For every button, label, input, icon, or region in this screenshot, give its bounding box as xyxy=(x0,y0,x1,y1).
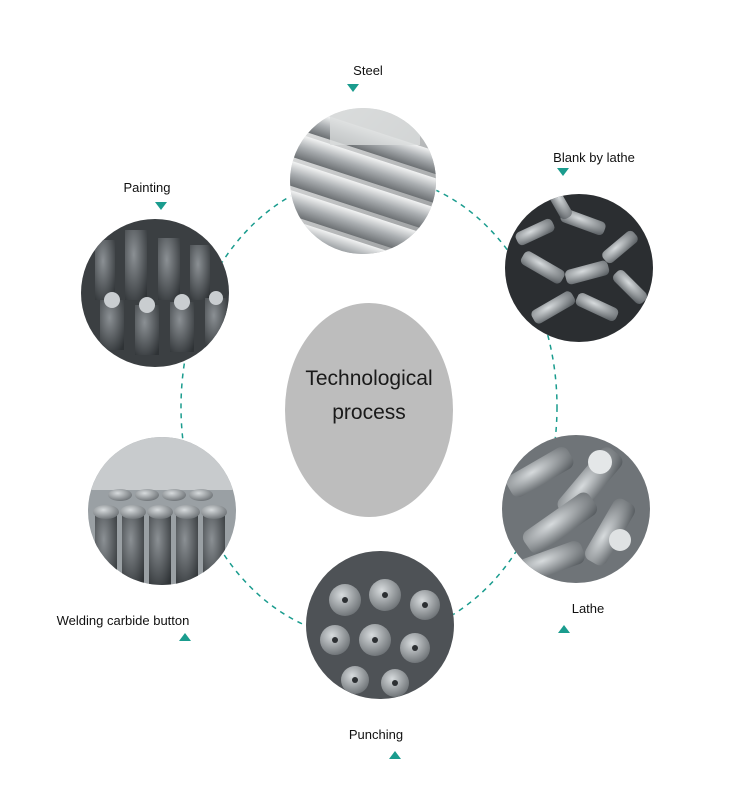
painted-bits-photo xyxy=(81,219,229,367)
welding-arrow-icon xyxy=(179,633,191,641)
step-label-steel: Steel xyxy=(353,63,383,78)
carbide-button-bits-photo xyxy=(88,437,236,585)
steel-bars-photo xyxy=(289,107,437,255)
step-label-painting: Painting xyxy=(123,180,171,195)
step-label-blank-by-lathe: Blank by lathe xyxy=(553,150,635,165)
center-oval xyxy=(285,303,453,517)
lathed-bits-photo xyxy=(502,435,650,583)
steel-arrow-icon xyxy=(347,84,359,92)
painting-arrow-icon xyxy=(155,202,167,210)
step-label-welding-carbide-button: Welding carbide button xyxy=(56,613,190,628)
punching-arrow-icon xyxy=(389,751,401,759)
center-title-line1: Technological xyxy=(305,367,433,390)
lathe-blanks-photo xyxy=(505,194,653,342)
step-label-punching: Punching xyxy=(348,727,404,742)
center-title-line2: process xyxy=(332,401,406,424)
lathe-arrow-icon xyxy=(558,625,570,633)
center-title: Technological process xyxy=(279,362,459,430)
punched-heads-photo xyxy=(306,551,454,699)
step-label-lathe: Lathe xyxy=(571,601,605,616)
blank-by-lathe-arrow-icon xyxy=(557,168,569,176)
